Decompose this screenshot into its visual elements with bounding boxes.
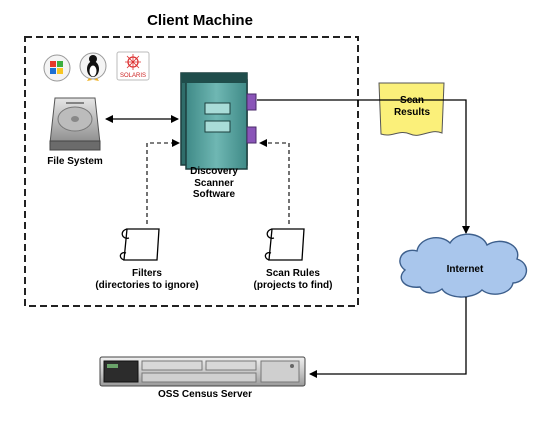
scanner-to-internet-arrow — [257, 99, 470, 234]
solaris-logo-text: SOLARIS — [120, 73, 146, 79]
filters-label: Filters (directories to ignore) — [95, 268, 199, 291]
server-label: OSS Census Server — [158, 389, 252, 400]
scan-results-label: Scan Results — [393, 95, 431, 118]
census-server-icon — [99, 356, 306, 387]
file-system-label: File System — [47, 156, 103, 167]
internet-cloud-icon — [399, 233, 527, 298]
filters-to-scanner-arrow — [146, 139, 180, 224]
solaris-logo-icon: SOLARIS — [116, 51, 150, 81]
scan-results-note — [378, 82, 445, 136]
filters-scroll-icon — [119, 228, 160, 261]
rules-to-scanner-arrow — [259, 139, 290, 224]
scan-rules-label: Scan Rules (projects to find) — [253, 268, 333, 291]
scanner-software-label: Discovery Scanner Software — [190, 166, 238, 200]
internet-to-server-arrow — [309, 297, 467, 378]
client-machine-boundary — [24, 36, 359, 307]
internet-label: Internet — [446, 264, 484, 275]
client-machine-title: Client Machine — [147, 12, 253, 29]
scan-rules-scroll-icon — [264, 228, 305, 261]
tux-penguin-icon — [79, 52, 107, 81]
scanner-software-icon — [180, 72, 257, 170]
hard-drive-icon — [49, 97, 101, 151]
windows-flag-icon — [43, 54, 71, 82]
